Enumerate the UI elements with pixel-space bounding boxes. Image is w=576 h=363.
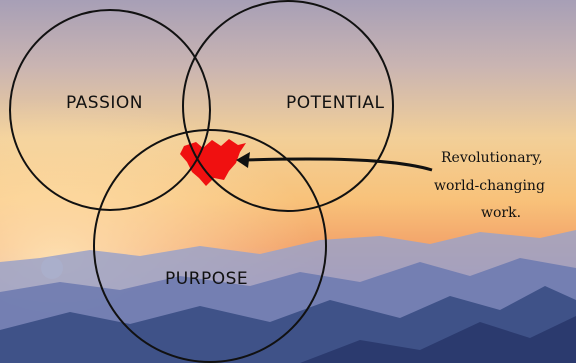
triple-intersection-highlight [180, 139, 246, 186]
purpose-circle [93, 129, 327, 363]
passion-label: PASSION [66, 93, 143, 113]
potential-label: POTENTIAL [286, 93, 385, 113]
passion-circle [9, 9, 211, 211]
arrowhead-icon [236, 152, 250, 168]
annotation-arrow [243, 157, 433, 172]
mountains-foreground [300, 316, 576, 363]
mountains-near [0, 286, 576, 363]
annotation-line-1: Revolutionary, [441, 150, 543, 166]
annotation-line-2: world-changing [434, 178, 545, 194]
potential-circle [182, 0, 394, 212]
purpose-label: PURPOSE [165, 269, 248, 289]
annotation-line-3: work. [481, 205, 521, 221]
